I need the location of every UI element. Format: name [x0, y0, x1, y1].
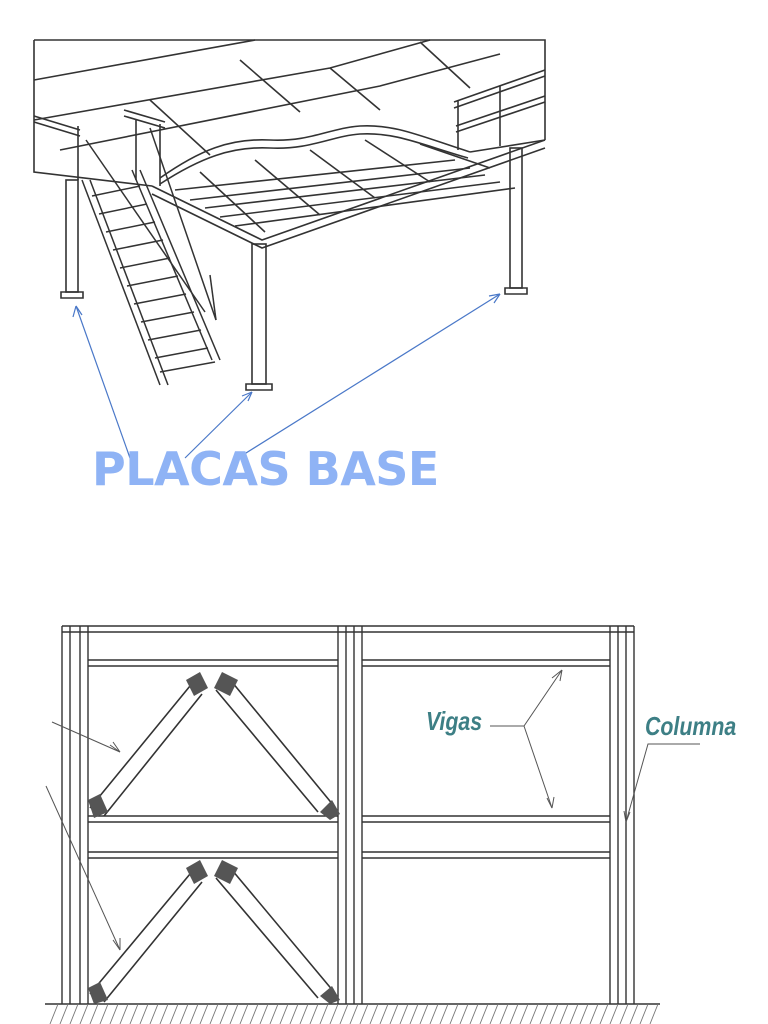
brace-gussets	[88, 672, 340, 1004]
base-plates-label: PLACAS BASE	[92, 442, 439, 496]
braced-frame	[45, 625, 660, 1024]
beams-label: Vigas	[426, 706, 483, 736]
column-label: Columna	[645, 711, 737, 741]
mezzanine-platform	[33, 39, 546, 391]
staircase	[81, 127, 221, 386]
diagonal-braces	[89, 681, 335, 1003]
base-plate-pointers	[72, 293, 501, 459]
label-leader-lines	[45, 669, 700, 951]
